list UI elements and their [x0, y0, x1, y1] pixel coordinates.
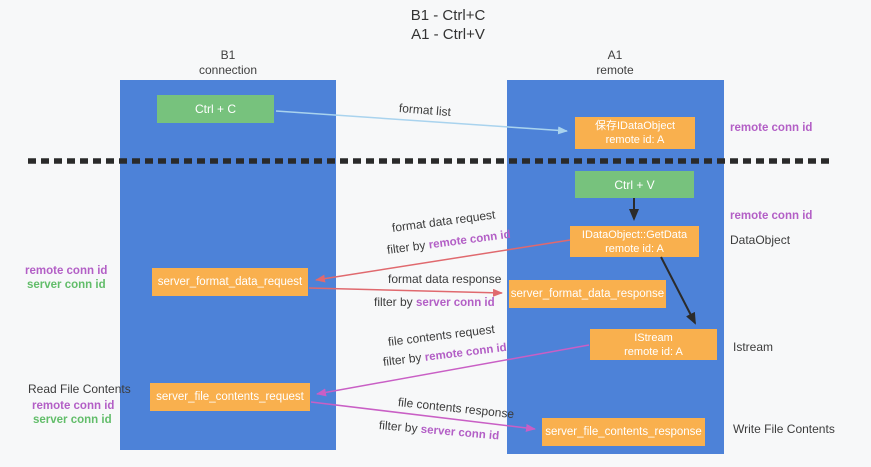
filter-by-text: filter by — [386, 238, 427, 257]
column-header-b1: B1 connection — [120, 48, 336, 78]
server-format-data-request-label: server_format_data_request — [157, 276, 303, 288]
filter-by-server-conn-id-label-1: filter by server conn id — [374, 295, 495, 309]
write-file-contents-label: Write File Contents — [733, 422, 835, 436]
server-file-contents-request-box: server_file_contents_request — [150, 383, 310, 411]
filter-by-text: filter by — [374, 295, 413, 309]
remote-conn-id-label-left-1: remote conn id — [25, 265, 108, 277]
server-format-data-response-box: server_format_data_response — [509, 280, 666, 308]
column-a1-name: A1 — [607, 48, 623, 62]
idataobject-getdata-label: IDataObject::GetData — [581, 228, 688, 241]
column-b1-role: connection — [198, 63, 258, 77]
format-data-response-label: format data response — [388, 272, 502, 286]
column-a1-role: remote — [596, 63, 634, 77]
server-conn-id-text: server conn id — [420, 423, 500, 443]
istream-box: IStream remote id: A — [590, 329, 717, 360]
column-header-a1: A1 remote — [507, 48, 723, 78]
format-list-label: format list — [398, 101, 452, 120]
server-file-contents-response-box: server_file_contents_response — [542, 418, 705, 446]
ctrl-c-label: Ctrl + C — [194, 102, 236, 116]
filter-by-server-conn-id-label-2: filter by server conn id — [378, 418, 499, 442]
remote-conn-id-text: remote conn id — [424, 341, 508, 364]
istream-side-label: Istream — [733, 340, 774, 354]
title-line-2: A1 - Ctrl+V — [411, 26, 485, 43]
server-conn-id-label-left-2: server conn id — [33, 414, 112, 426]
save-idataobject-label: 保存IDataObject — [594, 120, 676, 132]
remote-conn-id-label-top-right: remote conn id — [730, 122, 813, 134]
server-format-data-request-box: server_format_data_request — [152, 268, 308, 296]
server-conn-id-label-left-1: server conn id — [27, 279, 106, 291]
idataobject-getdata-remote-id: remote id: A — [605, 242, 664, 255]
column-b1-name: B1 — [220, 48, 236, 62]
ctrl-v-box: Ctrl + V — [575, 171, 694, 198]
save-idataobject-remote-id: remote id: A — [605, 134, 665, 146]
server-file-contents-response-label: server_file_contents_response — [545, 426, 702, 438]
idataobject-getdata-box: IDataObject::GetData remote id: A — [570, 226, 699, 257]
save-idataobject-box: 保存IDataObject remote id: A — [575, 117, 695, 149]
filter-by-text: filter by — [382, 350, 423, 369]
server-format-data-response-label: server_format_data_response — [510, 288, 665, 300]
diagram-title: B1 - Ctrl+C A1 - Ctrl+V — [348, 6, 548, 44]
title-line-1: B1 - Ctrl+C — [410, 7, 486, 24]
dataobject-label: DataObject — [730, 233, 791, 247]
file-contents-response-label: file contents response — [397, 395, 515, 422]
istream-box-label: IStream — [634, 331, 673, 344]
server-file-contents-request-label: server_file_contents_request — [156, 391, 304, 403]
istream-remote-id: remote id: A — [624, 345, 683, 358]
read-file-contents-label: Read File Contents — [28, 382, 131, 396]
ctrl-v-label: Ctrl + V — [614, 177, 655, 192]
filter-by-text: filter by — [378, 418, 419, 436]
remote-conn-id-text: remote conn id — [428, 228, 512, 252]
ctrl-c-box: Ctrl + C — [157, 95, 274, 123]
remote-conn-id-label-mid-right: remote conn id — [730, 210, 813, 222]
server-conn-id-text: server conn id — [416, 297, 495, 309]
format-data-response-arrow — [308, 287, 503, 297]
remote-conn-id-label-left-2: remote conn id — [32, 400, 115, 412]
